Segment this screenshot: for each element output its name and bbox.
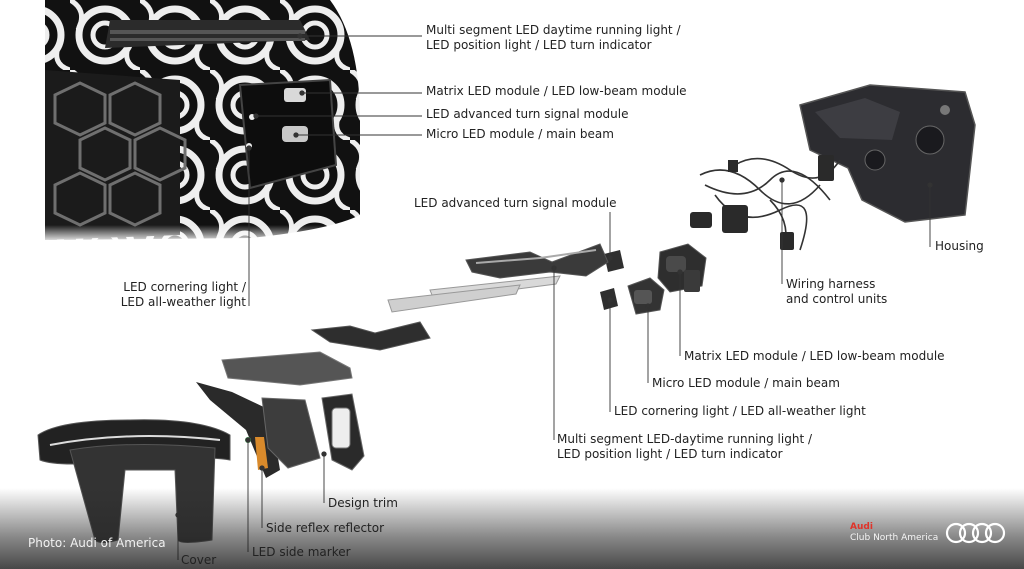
drl-strip-part: [465, 243, 609, 279]
bottom-dark-gradient: [0, 488, 1024, 569]
matrix-led-module-part: [657, 243, 707, 293]
label-design-trim: Design trim: [328, 496, 398, 510]
label-micro-top: Micro LED module / main beam: [426, 127, 614, 141]
label-turn-signal-top: LED advanced turn signal module: [426, 107, 629, 121]
control-unit-parts: [690, 155, 834, 250]
label-drl-top: Multi segment LED daytime running light …: [426, 23, 681, 53]
brand-name: Audi: [850, 522, 873, 532]
club-brand: Audi Club North America: [850, 522, 938, 544]
camouflaged-car-front: [45, 0, 365, 243]
bezel-part: [221, 321, 431, 386]
label-drl-bottom-line1: Multi segment LED-daytime running light …: [557, 432, 813, 446]
audi-four-rings-icon: [945, 522, 1006, 544]
label-micro-right: Micro LED module / main beam: [652, 376, 840, 390]
label-cornering-left-line1: LED cornering light /: [123, 280, 246, 294]
label-cornering-right: LED cornering light / LED all-weather li…: [614, 404, 866, 418]
label-matrix-right: Matrix LED module / LED low-beam module: [684, 349, 945, 363]
design-trim-part: [321, 393, 365, 471]
label-wiring-line2: and control units: [786, 292, 888, 306]
brand-subtitle: Club North America: [850, 533, 939, 543]
label-drl-top-line1: Multi segment LED daytime running light …: [426, 23, 681, 37]
label-drl-bottom: Multi segment LED-daytime running light …: [557, 432, 812, 462]
label-drl-top-line2: LED position light / LED turn indicator: [426, 38, 652, 52]
label-cover: Cover: [181, 553, 217, 567]
light-guide-parts: [387, 275, 561, 313]
photo-credit: Photo: Audi of America: [28, 536, 166, 550]
label-side-reflex: Side reflex reflector: [266, 521, 385, 535]
label-wiring-line1: Wiring harness: [786, 277, 876, 291]
label-matrix-top: Matrix LED module / LED low-beam module: [426, 84, 687, 98]
side-reflector-part: [196, 382, 321, 478]
advanced-turn-signal-part: [604, 250, 624, 272]
label-side-marker: LED side marker: [252, 545, 351, 559]
label-wiring: Wiring harness and control units: [786, 277, 887, 307]
label-drl-bottom-line2: LED position light / LED turn indicator: [557, 447, 783, 461]
micro-led-module-part: [627, 277, 665, 315]
housing-part: [799, 84, 976, 223]
label-cornering-left-line2: LED all-weather light: [120, 295, 246, 309]
label-turn-signal-mid: LED advanced turn signal module: [414, 196, 617, 210]
label-housing: Housing: [935, 239, 984, 253]
label-cornering-left: LED cornering light / LED all-weather li…: [116, 280, 246, 310]
